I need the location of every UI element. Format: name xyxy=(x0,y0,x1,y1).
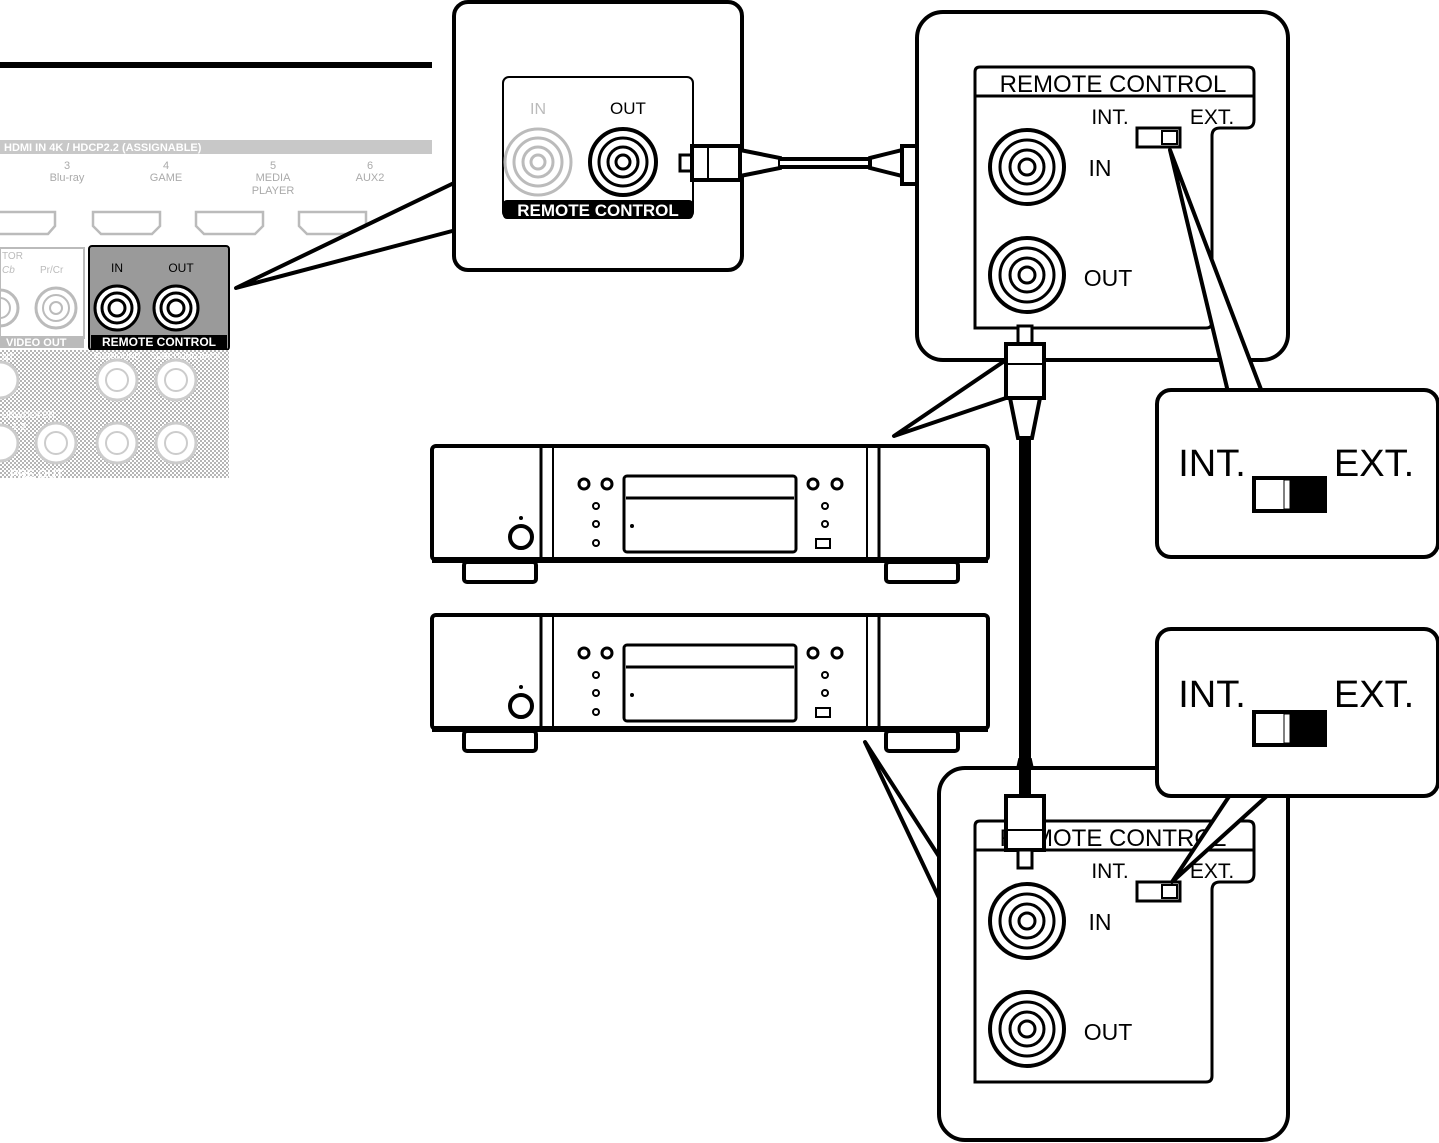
zoom-in-label: IN xyxy=(530,101,546,118)
device-top-out-label: OUT xyxy=(1084,265,1133,291)
switch-zoom-bottom-ext: EXT. xyxy=(1334,674,1414,716)
svg-text:TOR: TOR xyxy=(2,251,23,262)
remote-cable-link xyxy=(1004,324,1046,798)
player-device-bottom xyxy=(430,613,990,753)
remote-cable-bottom-plug xyxy=(1004,762,1046,870)
svg-text:REMOTE CONTROL: REMOTE CONTROL xyxy=(102,335,216,349)
device-bottom-in-jack xyxy=(988,882,1066,960)
zoom-caption: REMOTE CONTROL xyxy=(517,201,679,220)
svg-text:5: 5 xyxy=(270,160,276,172)
svg-text:PRE OUT: PRE OUT xyxy=(10,467,64,481)
svg-text:OUT: OUT xyxy=(168,261,194,275)
component-video-out: TOR Cb Pr/Cr VIDEO OUT xyxy=(0,247,85,349)
zoom-out-label: OUT xyxy=(610,99,646,118)
svg-text:VIDEO OUT: VIDEO OUT xyxy=(6,337,67,349)
device-top-in-jack xyxy=(988,128,1066,206)
svg-text:PLAYER: PLAYER xyxy=(252,185,295,197)
device-top-in-label: IN xyxy=(1089,155,1112,181)
svg-text:4: 4 xyxy=(163,160,169,172)
svg-text:Cb: Cb xyxy=(2,265,15,276)
device-bottom-pointer xyxy=(863,740,942,902)
svg-text:GAME: GAME xyxy=(150,172,182,184)
svg-text:3: 3 xyxy=(64,160,70,172)
svg-text:Pr/Cr: Pr/Cr xyxy=(40,265,64,276)
switch-zoom-top: INT. EXT. xyxy=(1155,388,1439,559)
device-bottom-int: INT. xyxy=(1091,860,1128,883)
receiver-remote-zoom: IN OUT REMOTE CONTROL xyxy=(452,0,744,272)
svg-text:IN: IN xyxy=(111,261,123,275)
device-bottom-remote-panel: REMOTE CONTROL INT. EXT. IN OUT xyxy=(937,766,1290,1142)
svg-text:AUX2: AUX2 xyxy=(356,172,385,184)
device-bottom-in-label: IN xyxy=(1089,909,1112,935)
svg-text:SURROUND: SURROUND xyxy=(94,352,140,361)
hdmi-input-4: 4 GAME xyxy=(150,160,182,184)
switch-zoom-top-ext: EXT. xyxy=(1334,443,1414,485)
hdmi-input-6: 6 AUX2 xyxy=(356,160,385,184)
svg-text:NT: NT xyxy=(2,352,14,362)
switch-zoom-top-int: INT. xyxy=(1178,443,1246,485)
svg-text:MEDIA: MEDIA xyxy=(256,172,292,184)
zoom-in-jack xyxy=(503,127,573,197)
zoom-out-jack xyxy=(588,127,658,197)
hdmi-header: HDMI IN 4K / HDCP2.2 (ASSIGNABLE) xyxy=(4,142,202,154)
device-top-title: REMOTE CONTROL xyxy=(1000,71,1227,98)
device-bottom-out-label: OUT xyxy=(1084,1019,1133,1045)
pre-out-area: NT SURROUND SURROUND BACK UBWOOFER 1 2 P… xyxy=(0,350,229,481)
svg-text:6: 6 xyxy=(367,160,373,172)
device-top-ext: EXT. xyxy=(1190,106,1234,129)
player-device-top xyxy=(430,444,990,584)
device-top-switch xyxy=(1135,126,1182,149)
device-bottom-switch xyxy=(1135,880,1182,903)
switch-zoom-bottom-int: INT. xyxy=(1178,674,1246,716)
receiver-rear-panel: HDMI IN 4K / HDCP2.2 (ASSIGNABLE) 3 Blu-… xyxy=(0,62,432,481)
device-top-remote-panel: REMOTE CONTROL INT. EXT. IN OUT xyxy=(915,10,1290,362)
hdmi-input-3: 3 Blu-ray xyxy=(50,160,85,184)
receiver-remote-control-jacks: IN OUT REMOTE CONTROL xyxy=(88,245,230,351)
device-bottom-out-jack xyxy=(988,990,1066,1068)
device-bottom-ext: EXT. xyxy=(1190,860,1234,883)
switch-zoom-bottom: INT. EXT. xyxy=(1155,627,1439,798)
svg-text:UBWOOFER: UBWOOFER xyxy=(2,410,55,420)
device-top-out-jack xyxy=(988,236,1066,314)
receiver-callout-pointer xyxy=(234,180,458,290)
svg-text:Blu-ray: Blu-ray xyxy=(50,172,85,184)
svg-text:1 2: 1 2 xyxy=(12,422,26,433)
hdmi-input-5: 5 MEDIA PLAYER xyxy=(252,160,295,197)
device-top-pointer xyxy=(892,358,1008,438)
device-top-int: INT. xyxy=(1091,106,1128,129)
svg-text:SURROUND BACK: SURROUND BACK xyxy=(151,352,222,361)
